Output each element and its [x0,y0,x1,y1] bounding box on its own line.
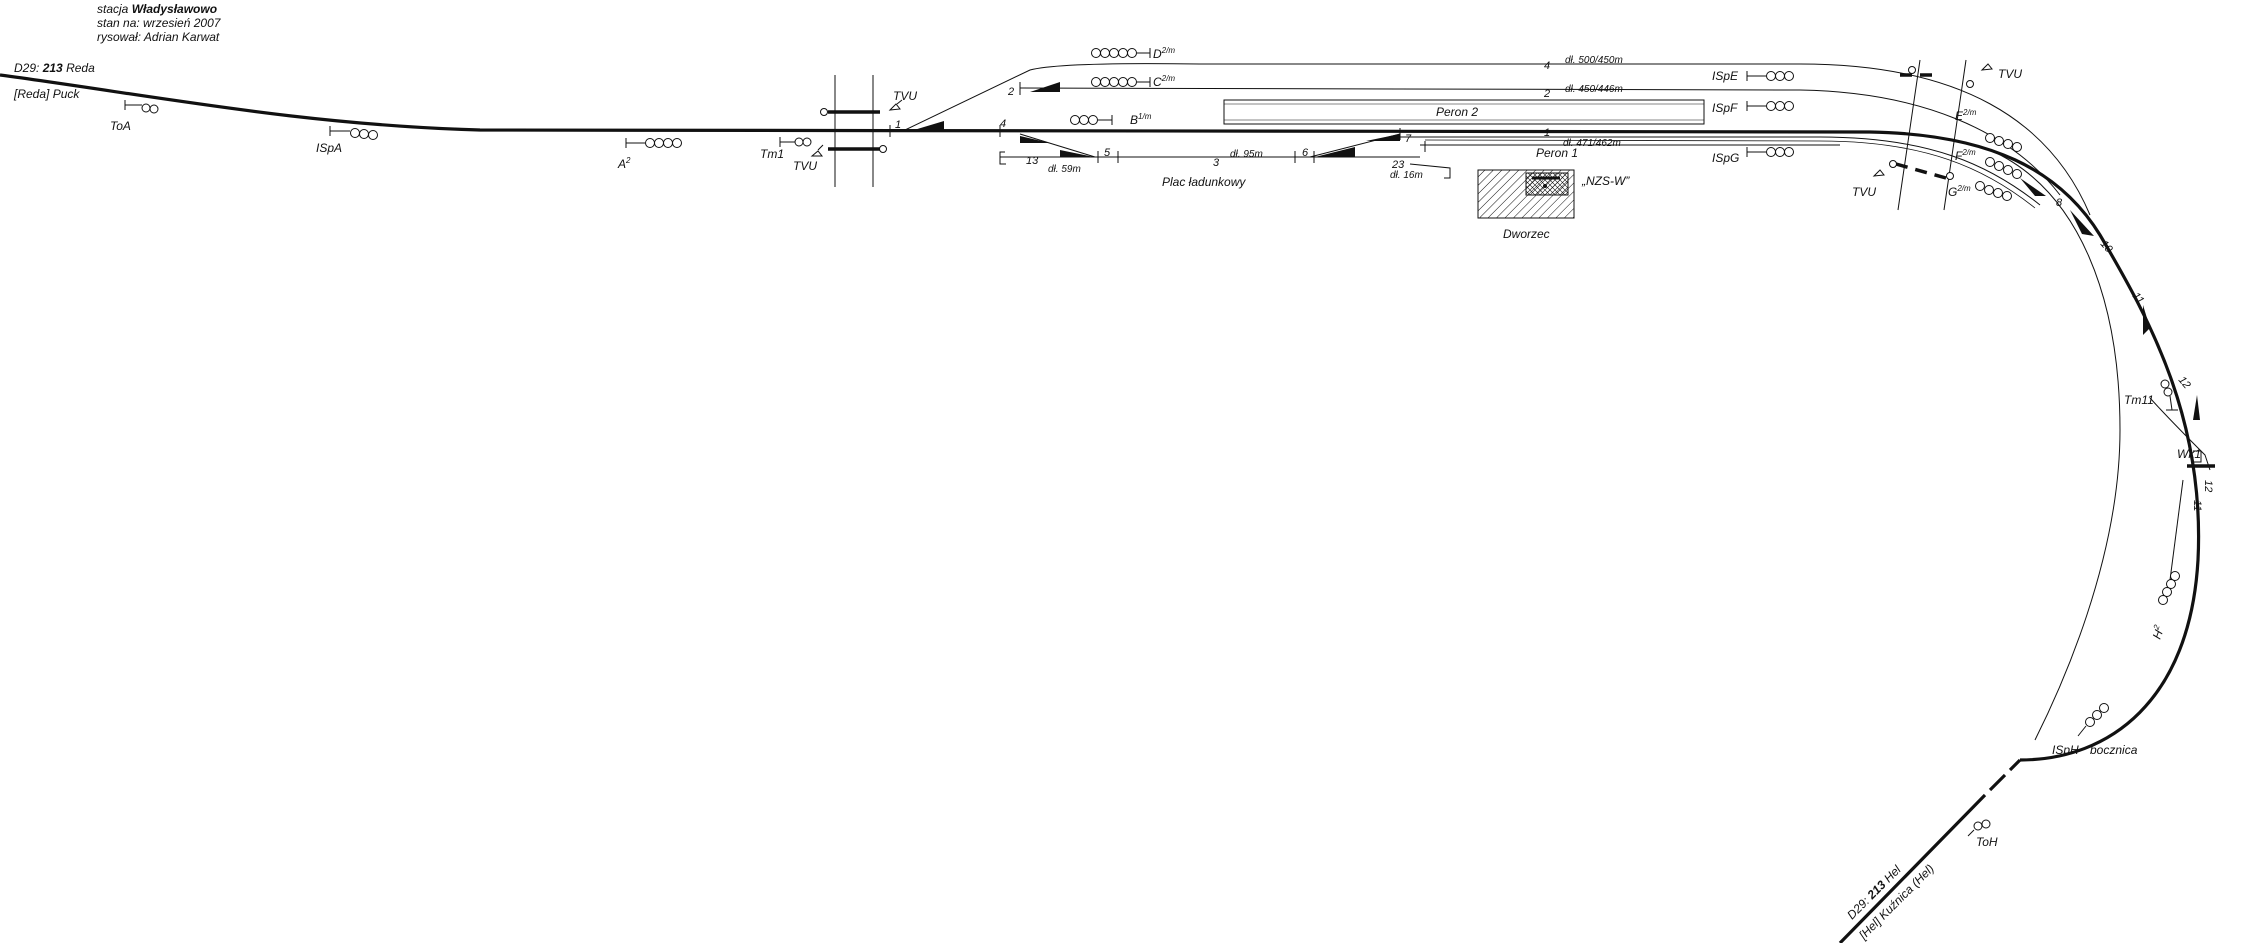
track13-length: dł. 59m [1048,164,1081,175]
track-7-label: 7 [1405,133,1412,145]
label-e2m: E2/m [1955,108,1977,123]
label-tvu-right-bottom: TVU [1852,185,1876,199]
label-tm1: Tm1 [760,147,784,161]
station-tracks [904,63,2211,741]
route-labels: D29: 213 Reda [Reda] Puck D29: 213 Hel [… [13,61,1937,943]
nzs-label: „NZS-W” [1581,174,1630,188]
track23-length: dł. 16m [1390,170,1423,181]
label-b1m: B1/m [1130,112,1152,127]
signal-labels: ToA ISpA A2 Tm1 TVU TVU B1/m C2/m D2/m I… [110,46,2201,849]
label-tvu-left-top: TVU [893,89,917,103]
label-ispa: ISpA [316,141,342,155]
track-12-label-siding: 12 [2202,480,2214,492]
station-name: Władysławowo [131,2,218,16]
track-2-label: 2 [1543,88,1550,100]
switch-10-label: 10 [2098,238,2116,256]
siding-label: bocznica [2090,743,2138,757]
track-23-label: 23 [1391,159,1405,171]
platform-2-label: Peron 2 [1436,105,1478,119]
label-ispe: ISpE [1712,69,1739,83]
label-d2m: D2/m [1153,46,1175,61]
track4-length: dł. 500/450m [1565,55,1623,66]
station-line: stacja Władysławowo [97,2,218,16]
label-a2: A2 [617,156,631,171]
platform-2 [1223,99,1705,125]
platform-1-label: Peron 1 [1536,146,1578,160]
label-toa: ToA [110,119,131,133]
station-building-label: Dworzec [1503,227,1550,241]
place-labels: Peron 2 Peron 1 Plac ładunkowy Dworzec „… [1162,105,2138,757]
left-route-code: D29: 213 Reda [14,61,95,75]
tvu-indicators [810,63,1993,177]
label-ispf: ISpF [1712,101,1738,115]
track-3-label: 3 [1213,157,1220,169]
label-g2m: G2/m [1948,184,1971,199]
track-11-label-siding: 11 [2191,500,2203,511]
length-labels: dł. 500/450m dł. 450/446m dł. 471/462m d… [1048,55,1623,181]
loading-yard-label: Plac ładunkowy [1162,175,1246,189]
track3-length: dł. 95m [1230,149,1263,160]
track-5-label: 5 [1104,147,1111,159]
track2-length: dł. 450/446m [1565,84,1623,95]
track-1-label: 1 [895,119,901,131]
left-route-sub: [Reda] Puck [13,87,80,101]
track-number-labels: 1 2 3 4 4 5 6 7 2 1 8 10 11 12 12 11 13 … [895,60,2214,511]
track-4-label-switch: 4 [1000,118,1006,130]
level-crossing-left [820,75,887,187]
label-tvu-left-bottom: TVU [793,159,817,173]
label-f2m: F2/m [1955,148,1976,163]
as-of-date: stan na: wrzesień 2007 [97,16,221,30]
label-c2m: C2/m [1153,74,1175,89]
label-h2: H2 [2149,623,2168,641]
switch-12-label: 12 [2176,374,2193,391]
switch-marks [889,82,1401,163]
track-13-label: 13 [1026,155,1039,167]
drawn-by: rysował: Adrian Karwat [97,30,220,44]
label-toh: ToH [1976,835,1998,849]
track-1-label-platform: 1 [1544,127,1550,139]
switch-frogs [914,82,2200,420]
switch-8-label: 8 [2056,197,2063,209]
title-block: stacja Władysławowo stan na: wrzesień 20… [97,2,220,44]
level-crossing-right [1889,59,1974,211]
main-track [0,73,2201,943]
label-ispg: ISpG [1712,151,1739,165]
track-6-label: 6 [1302,147,1309,159]
track1-length: dł. 471/462m [1563,138,1621,149]
track-4-label: 4 [1544,60,1550,72]
station-building [1477,169,1575,219]
label-isph: ISpH [2052,743,2079,757]
label-tvu-right-top: TVU [1998,67,2022,81]
signal-heads [124,48,2215,837]
label-wk1: Wk1 [2177,447,2201,461]
label-tm11: Tm11 [2124,393,2154,407]
track-2-label-switch: 2 [1007,86,1014,98]
